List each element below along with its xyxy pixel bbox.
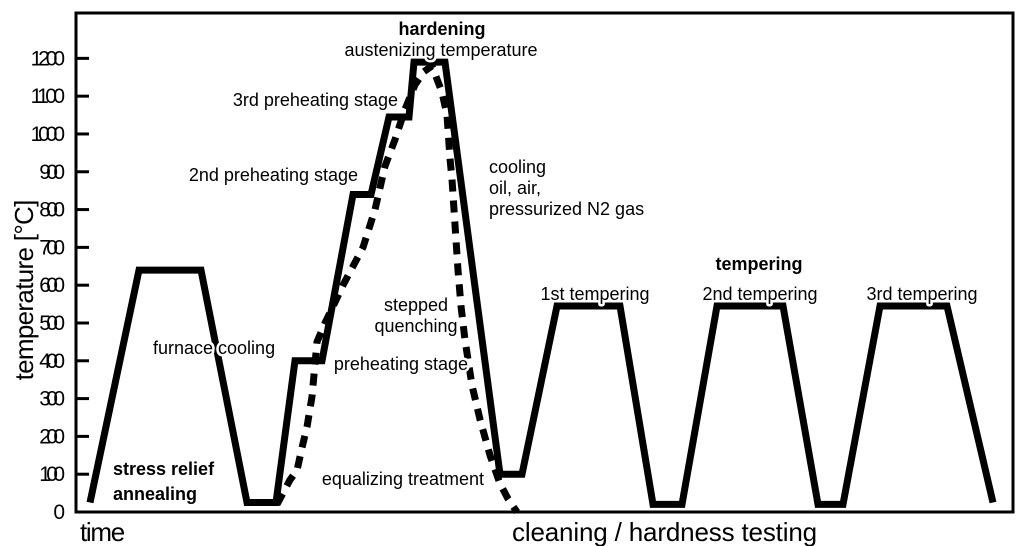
label-cooling-media: oil, air, [489, 178, 541, 198]
y-tick-label: 400 [39, 350, 65, 373]
y-tick-label: 0 [53, 501, 65, 524]
x-axis-note: cleaning / hardness testing [512, 517, 817, 546]
x-axis-label: time [80, 517, 125, 546]
y-tick-label: 700 [39, 236, 65, 259]
label-3rd-preheating-stage: 3rd preheating stage [233, 90, 398, 110]
label-cooling-media: pressurized N2 gas [489, 199, 644, 219]
solid-profile-line [86, 58, 997, 508]
label-3rd-tempering: 3rd tempering [866, 284, 977, 304]
label-stress-relief-annealing: annealing [113, 484, 197, 504]
y-tick-label: 600 [39, 274, 65, 297]
y-tick-label: 900 [39, 161, 65, 184]
y-tick-label: 1200 [31, 47, 65, 70]
y-tick-label: 300 [39, 388, 65, 411]
label-austenizing-temperature: austenizing temperature [344, 40, 537, 60]
label-hardening: hardening [398, 19, 485, 39]
y-tick-label: 500 [39, 312, 65, 335]
label-furnace-cooling: furnace cooling [153, 338, 275, 358]
dashed-profile-line [273, 60, 520, 514]
label-stepped-quenching: quenching [374, 316, 457, 336]
label-1st-tempering: 1st tempering [540, 284, 649, 304]
y-tick-label: 100 [39, 463, 65, 486]
label-2nd-preheating-stage: 2nd preheating stage [189, 165, 358, 185]
label-stress-relief-annealing: stress relief [113, 459, 215, 479]
y-tick-label: 200 [39, 425, 65, 448]
label-tempering: tempering [715, 254, 802, 274]
plot-border [74, 11, 1015, 514]
label-2nd-tempering: 2nd tempering [702, 284, 817, 304]
label-equalizing-treatment: equalizing treatment [322, 469, 484, 489]
y-tick-label: 800 [39, 199, 65, 222]
y-tick-label: 1100 [31, 85, 65, 108]
label-cooling-media: cooling [489, 157, 546, 177]
y-tick-label: 1000 [31, 123, 65, 146]
label-stepped-quenching: stepped [384, 295, 448, 315]
y-axis-label: temperature [°C] [9, 200, 39, 381]
label-preheating-stage: preheating stage [334, 354, 468, 374]
